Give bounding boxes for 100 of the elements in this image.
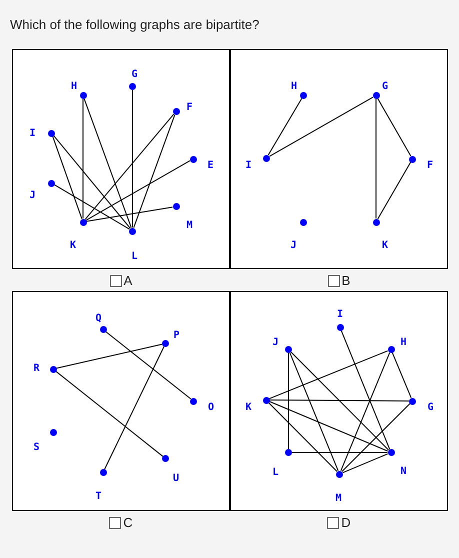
vertex-label: J [29, 191, 36, 201]
vertex-label: K [70, 240, 76, 250]
vertex-dot [388, 346, 394, 353]
graph-edge [290, 351, 390, 451]
vertex-label: H [70, 82, 78, 92]
vertex-dot [50, 429, 56, 436]
vertex-label: I [336, 310, 344, 320]
graph-edge [104, 346, 164, 470]
vertex-dot [285, 449, 292, 456]
vertex-dot [162, 455, 169, 462]
vertex-label: G [382, 82, 388, 92]
vertex-label: S [33, 442, 40, 452]
vertex-label: G [131, 70, 138, 80]
question-text: Which of the following graphs are bipartite? [10, 17, 260, 33]
vertex-label: E [207, 161, 214, 171]
graph-edge [54, 184, 130, 230]
vertex-label: Q [95, 314, 102, 324]
vertex-label: I [29, 129, 36, 139]
graph-edge [342, 453, 388, 474]
vertex-dot [372, 218, 380, 226]
graph-edge [377, 98, 412, 156]
graph-edge [84, 98, 132, 228]
vertex-dot [80, 92, 86, 99]
option-label: A [124, 273, 132, 288]
vertex-dot [100, 469, 106, 476]
vertex-dot [129, 83, 136, 90]
vertex-label: F [186, 102, 193, 112]
vertex-label: U [172, 474, 180, 484]
vertex-label: F [426, 161, 434, 171]
vertex-dot [409, 398, 416, 404]
graph-panel [12, 49, 230, 269]
graph-edge [377, 162, 412, 220]
vertex-dot [336, 470, 343, 478]
vertex-dot [48, 130, 55, 136]
vertex-label: R [33, 364, 40, 374]
graph-edge [392, 352, 412, 398]
graph-edge [132, 90, 133, 228]
graph-edge [82, 98, 84, 219]
graph-edge [269, 96, 374, 157]
graph-edge [133, 114, 176, 228]
option-label: D [341, 515, 351, 530]
graph-panel [230, 291, 448, 511]
graph-edge [340, 352, 390, 472]
option-label: B [342, 273, 350, 288]
vertex-dot [263, 154, 270, 162]
graph-edge [268, 400, 388, 452]
graph-edge [84, 114, 174, 220]
vertex-label: K [245, 402, 252, 412]
vertex-dot [50, 366, 56, 372]
vertex-dot [388, 449, 394, 456]
vertex-dot [80, 218, 86, 226]
vertex-label: I [245, 160, 252, 170]
option-label: C [123, 515, 133, 530]
graph-edge [105, 331, 192, 400]
graph-edge [268, 402, 338, 472]
vertex-dot [190, 156, 196, 162]
graph-edge [86, 160, 190, 221]
graph-edge [289, 352, 339, 472]
vertex-label: K [382, 240, 388, 250]
graph-edge [55, 370, 164, 457]
vertex-label: H [290, 82, 298, 92]
vertex-dot [172, 203, 180, 210]
vertex-label: L [272, 468, 279, 478]
graph-edge [269, 400, 410, 402]
graph-edge [288, 352, 289, 450]
graph-edge [52, 136, 82, 220]
graph-edge [341, 402, 411, 472]
vertex-label: P [173, 331, 180, 341]
graph-edge [53, 135, 131, 229]
vertex-dot [262, 396, 270, 404]
graph-edge [268, 98, 302, 156]
vertex-label: L [131, 252, 138, 262]
vertex-label: J [272, 338, 279, 348]
vertex-dot [48, 180, 55, 186]
vertex-dot [129, 228, 136, 234]
vertex-dot [336, 324, 344, 331]
vertex-dot [172, 108, 180, 115]
vertex-label: O [208, 403, 214, 413]
vertex-label: H [400, 338, 407, 348]
graph-edge [56, 344, 163, 369]
graph-edge [268, 350, 388, 400]
vertex-dot [100, 326, 106, 333]
graph-edge [86, 206, 174, 222]
vertex-dot [409, 156, 416, 162]
vertex-label: J [290, 240, 297, 250]
graph-edge [292, 452, 388, 453]
vertex-dot [372, 92, 380, 99]
vertex-dot [190, 398, 197, 404]
vertex-label: N [400, 466, 407, 476]
graph-panel [230, 49, 448, 269]
vertex-dot [162, 340, 169, 347]
vertex-dot [285, 346, 292, 353]
vertex-dot [300, 218, 307, 226]
vertex-label: M [335, 494, 342, 504]
graph-edge [340, 330, 390, 450]
vertex-label: G [427, 403, 434, 413]
vertex-label: T [95, 492, 102, 502]
graph-panel [12, 291, 230, 511]
vertex-dot [300, 92, 307, 99]
vertex-label: M [186, 220, 193, 230]
